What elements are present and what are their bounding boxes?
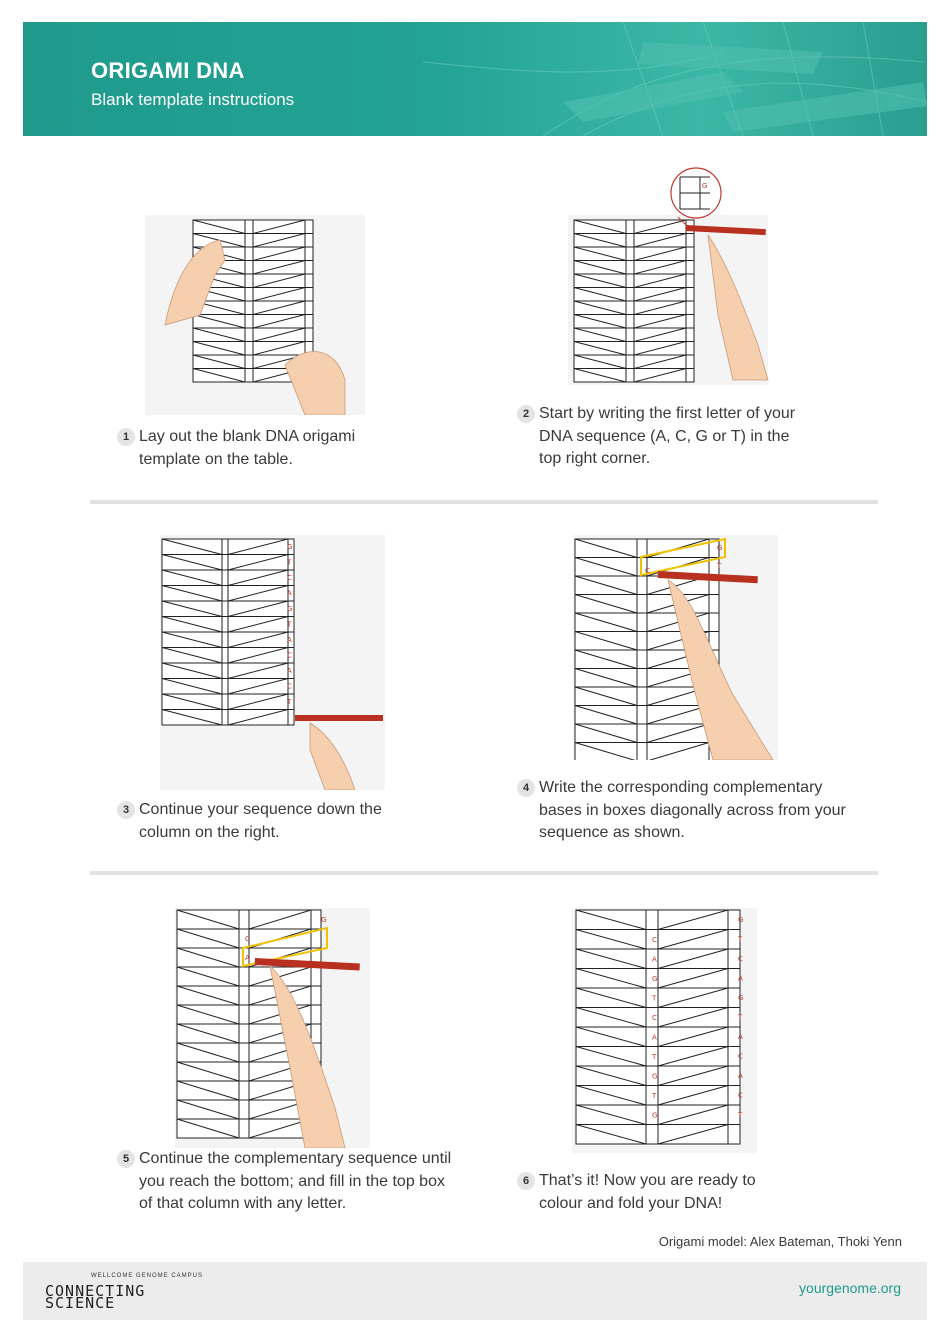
step-4-description: Write the corresponding complementary ba… [539, 779, 846, 841]
sequence-letter: C [738, 955, 743, 963]
footer: WELLCOME GENOME CAMPUS CONNECTING SCIENC… [23, 1262, 927, 1320]
sequence-letter: A [738, 1072, 743, 1080]
sequence-letter: G [652, 1112, 657, 1120]
pencil-icon [657, 571, 758, 584]
sequence-letter: G [738, 916, 743, 924]
sequence-letter: T [737, 1111, 743, 1119]
step-2-text: 2 Start by writing the first letter of y… [517, 403, 809, 471]
step-1-description: Lay out the blank DNA origami template o… [139, 428, 356, 468]
brand-logo-line2: SCIENCE [45, 1294, 116, 1312]
step-6-text: 6 That’s it! Now you are ready to colour… [517, 1170, 799, 1215]
section-divider [90, 500, 878, 504]
sequence-letter: T [286, 559, 292, 567]
dna-template [575, 909, 741, 1145]
brand-logo-line1: CONNECTING [45, 1282, 146, 1300]
svg-text:G: G [702, 182, 707, 190]
sequence-letter: C [287, 683, 292, 691]
page-title: ORIGAMI DNA [91, 58, 245, 83]
step-2-description: Start by writing the first letter of you… [539, 405, 796, 467]
sequence-letter: A [652, 1034, 657, 1042]
sequence-letters: G T C A G T A C A C T C A G T C A T G T G [651, 916, 743, 1120]
campus-label: WELLCOME GENOME CAMPUS [91, 1273, 204, 1279]
step-4-illustration: G T C [573, 535, 778, 760]
hand-icon [269, 964, 346, 1148]
sequence-letter: A [287, 590, 292, 598]
step-6-illustration: G T C A G T A C A C T C A G T C A T G T G [572, 908, 757, 1153]
step-number-badge: 3 [117, 801, 135, 819]
step-5-text: 5 Continue the complementary sequence un… [117, 1148, 459, 1216]
page-subtitle: Blank template instructions [91, 90, 295, 109]
sequence-letter: G [738, 994, 743, 1002]
step-1-illustration [145, 215, 365, 415]
step-6-description: That’s it! Now you are ready to colour a… [539, 1172, 756, 1212]
hand-icon [284, 351, 346, 415]
sequence-letter: C [738, 1053, 743, 1061]
sequence-letter: T [286, 621, 292, 629]
sequence-letter: G [652, 1073, 657, 1081]
step-3-text: 3 Continue your sequence down the column… [117, 799, 399, 844]
step-number-badge: 2 [517, 405, 535, 423]
sequence-letter: T [286, 698, 292, 706]
sequence-letter: G [287, 605, 292, 613]
sequence-letter: A [738, 975, 743, 983]
dna-template [161, 538, 295, 726]
step-4-text: 4 Write the corresponding complementary … [517, 777, 859, 845]
sequence-letter: A [652, 956, 657, 964]
sequence-letter: C [652, 936, 657, 944]
sequence-letter: T [737, 1014, 743, 1022]
step-number-badge: 1 [117, 428, 135, 446]
pencil-icon [254, 958, 360, 971]
sequence-letter: C [287, 574, 292, 582]
step-5-description: Continue the complementary sequence unti… [139, 1150, 452, 1212]
diagonal-highlight [242, 926, 328, 968]
sequence-letter: A [738, 1033, 743, 1041]
dna-template [573, 219, 695, 383]
sequence-letter: C [738, 1092, 743, 1100]
step-2-illustration: G [568, 167, 769, 385]
svg-text:T: T [716, 562, 722, 570]
svg-text:C: C [645, 567, 650, 575]
sequence-letter: G [287, 543, 292, 551]
step-number-badge: 5 [117, 1150, 135, 1168]
step-5-illustration: C A G [175, 908, 370, 1148]
sequence-letter: C [287, 652, 292, 660]
pencil-icon [295, 715, 383, 721]
credit-text: Origami model: Alex Bateman, Thoki Yenn [658, 1234, 902, 1249]
svg-text:G: G [717, 544, 722, 552]
sequence-letter: A [287, 667, 292, 675]
step-number-badge: 6 [517, 1172, 535, 1190]
svg-text:G: G [321, 916, 326, 924]
pencil-icon [685, 224, 766, 236]
sequence-letter: G [652, 975, 657, 983]
hand-icon [309, 722, 356, 790]
sequence-letter: C [652, 1014, 657, 1022]
sequence-letter: T [651, 995, 657, 1003]
step-number-badge: 4 [517, 779, 535, 797]
svg-text:A: A [245, 954, 250, 962]
sequence-letter: T [651, 1092, 657, 1100]
header-banner: ORIGAMI DNA Blank template instructions [23, 22, 927, 136]
sequence-letter: T [737, 936, 743, 944]
hand-icon [164, 239, 226, 326]
svg-text:C: C [245, 935, 250, 943]
section-divider [90, 871, 878, 875]
hand-icon [707, 234, 769, 381]
step-3-description: Continue your sequence down the column o… [139, 801, 382, 841]
sequence-letter: T [651, 1053, 657, 1061]
diagonal-highlight [640, 537, 726, 577]
hand-icon [667, 579, 774, 760]
sequence-letter: A [287, 636, 292, 644]
website-link[interactable]: yourgenome.org [799, 1280, 901, 1296]
step-1-text: 1 Lay out the blank DNA origami template… [117, 426, 399, 471]
dna-helix-graphic [422, 22, 927, 136]
